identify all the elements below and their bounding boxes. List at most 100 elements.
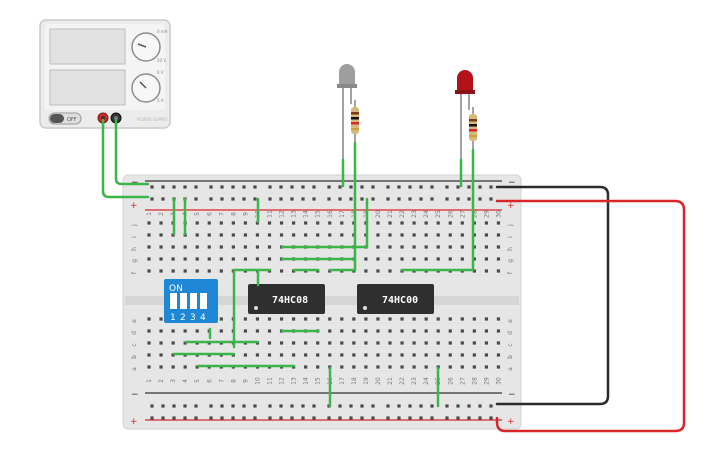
breadboard-hole[interactable] [371, 197, 375, 201]
breadboard-hole[interactable] [242, 185, 246, 189]
breadboard-hole[interactable] [360, 197, 364, 201]
breadboard-hole[interactable] [159, 221, 163, 225]
breadboard-hole[interactable] [327, 416, 331, 420]
breadboard-hole[interactable] [328, 341, 332, 345]
breadboard-hole[interactable] [460, 245, 464, 249]
breadboard-hole[interactable] [279, 353, 284, 357]
breadboard-hole[interactable] [489, 416, 493, 420]
breadboard-hole[interactable] [436, 317, 440, 321]
breadboard-hole[interactable] [386, 416, 390, 420]
breadboard-hole[interactable] [436, 353, 440, 357]
breadboard-hole[interactable] [412, 353, 416, 357]
breadboard-hole[interactable] [279, 317, 284, 321]
breadboard-hole[interactable] [400, 341, 404, 345]
breadboard-hole[interactable] [194, 416, 198, 420]
breadboard-hole[interactable] [171, 341, 175, 345]
breadboard-hole[interactable] [194, 197, 198, 201]
breadboard-hole[interactable] [376, 329, 380, 333]
breadboard-hole[interactable] [195, 233, 199, 237]
breadboard-hole[interactable] [279, 404, 283, 408]
breadboard-hole[interactable] [386, 197, 390, 201]
breadboard-hole[interactable] [472, 233, 476, 237]
breadboard-hole[interactable] [430, 404, 434, 408]
breadboard-hole[interactable] [268, 185, 272, 189]
breadboard-hole[interactable] [209, 185, 213, 189]
breadboard-hole[interactable] [255, 233, 260, 237]
breadboard-hole[interactable] [147, 245, 151, 249]
breadboard-hole[interactable] [304, 233, 308, 237]
breadboard-hole[interactable] [376, 317, 380, 321]
breadboard-hole[interactable] [328, 233, 332, 237]
breadboard-hole[interactable] [290, 404, 294, 408]
breadboard-hole[interactable] [219, 269, 223, 273]
breadboard-hole[interactable] [467, 416, 471, 420]
breadboard-hole[interactable] [316, 221, 320, 225]
breadboard-hole[interactable] [183, 329, 187, 333]
breadboard-hole[interactable] [171, 269, 175, 273]
power-supply[interactable]: 0 mA 20 V 0 V 5 A OFF POWER SUPPLY [39, 19, 171, 129]
breadboard-hole[interactable] [267, 257, 272, 261]
breadboard-hole[interactable] [328, 353, 332, 357]
breadboard-hole[interactable] [292, 317, 296, 321]
dip-toggle-2[interactable] [180, 293, 187, 309]
breadboard-hole[interactable] [496, 353, 501, 357]
breadboard-hole[interactable] [445, 197, 449, 201]
red-led[interactable] [455, 70, 475, 186]
breadboard-hole[interactable] [430, 197, 434, 201]
breadboard-hole[interactable] [195, 221, 199, 225]
breadboard-hole[interactable] [301, 404, 305, 408]
breadboard-hole[interactable] [183, 416, 187, 420]
breadboard-hole[interactable] [352, 317, 356, 321]
breadboard-hole[interactable] [371, 404, 375, 408]
breadboard-hole[interactable] [312, 185, 316, 189]
resistor-2[interactable] [469, 107, 477, 150]
breadboard-hole[interactable] [400, 353, 404, 357]
breadboard-hole[interactable] [159, 233, 163, 237]
breadboard-hole[interactable] [460, 257, 464, 261]
breadboard-hole[interactable] [360, 404, 364, 408]
breadboard-hole[interactable] [279, 416, 283, 420]
breadboard-hole[interactable] [172, 185, 176, 189]
breadboard-hole[interactable] [484, 269, 488, 273]
breadboard-hole[interactable] [400, 317, 404, 321]
breadboard-hole[interactable] [388, 221, 392, 225]
breadboard-hole[interactable] [360, 416, 364, 420]
breadboard-hole[interactable] [301, 416, 305, 420]
breadboard-hole[interactable] [231, 404, 235, 408]
breadboard-hole[interactable] [349, 185, 353, 189]
breadboard-hole[interactable] [364, 269, 368, 273]
breadboard-hole[interactable] [171, 329, 175, 333]
breadboard-hole[interactable] [349, 404, 353, 408]
breadboard-hole[interactable] [219, 233, 223, 237]
breadboard-hole[interactable] [460, 353, 464, 357]
breadboard-hole[interactable] [183, 365, 187, 369]
breadboard-hole[interactable] [489, 185, 493, 189]
breadboard-hole[interactable] [460, 317, 464, 321]
breadboard-hole[interactable] [304, 317, 308, 321]
green-wire[interactable] [101, 118, 150, 199]
breadboard-hole[interactable] [279, 197, 283, 201]
breadboard-hole[interactable] [267, 353, 272, 357]
breadboard-hole[interactable] [436, 221, 440, 225]
breadboard-hole[interactable] [267, 329, 272, 333]
breadboard-hole[interactable] [364, 257, 368, 261]
breadboard-hole[interactable] [376, 257, 380, 261]
breadboard-hole[interactable] [484, 257, 488, 261]
breadboard-hole[interactable] [400, 365, 404, 369]
breadboard-hole[interactable] [360, 185, 364, 189]
breadboard-hole[interactable] [159, 269, 163, 273]
breadboard-hole[interactable] [445, 404, 449, 408]
breadboard-hole[interactable] [194, 185, 198, 189]
breadboard-hole[interactable] [267, 317, 272, 321]
breadboard-hole[interactable] [364, 329, 368, 333]
breadboard-hole[interactable] [412, 317, 416, 321]
chip-74hc00[interactable]: 74HC00 [357, 284, 434, 314]
breadboard-hole[interactable] [231, 185, 235, 189]
breadboard-hole[interactable] [255, 257, 260, 261]
breadboard-hole[interactable] [478, 404, 482, 408]
breadboard-hole[interactable] [388, 365, 392, 369]
breadboard-hole[interactable] [172, 416, 176, 420]
breadboard-hole[interactable] [328, 221, 332, 225]
breadboard-hole[interactable] [436, 329, 440, 333]
breadboard-hole[interactable] [472, 317, 476, 321]
